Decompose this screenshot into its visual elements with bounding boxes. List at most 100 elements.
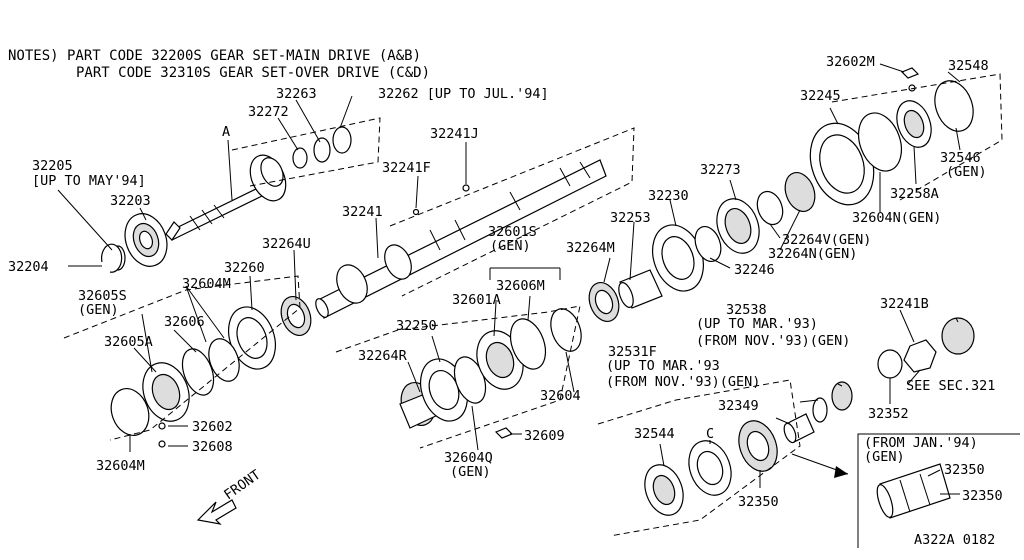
ring-32352: [877, 349, 903, 379]
inset-note-2: (GEN): [864, 449, 905, 465]
ring-32548: [934, 80, 974, 132]
mainshaft-32241: [315, 159, 607, 319]
label-32608: 32608: [192, 439, 233, 455]
label-32203: 32203: [110, 193, 151, 209]
label-32606M: 32606M: [496, 278, 545, 294]
gear-32230: [652, 224, 704, 292]
label-32264V: 32264V(GEN): [782, 232, 871, 248]
label-32253: 32253: [610, 210, 651, 226]
spring-32602: [158, 422, 166, 430]
label-32604: 32604: [540, 388, 581, 404]
label-32546: 32546: [940, 150, 981, 166]
label-32352: 32352: [868, 406, 909, 422]
sleeve-32349: [783, 413, 815, 444]
label-32263: 32263: [276, 86, 317, 102]
ring-32606M: [509, 318, 547, 370]
dashed-box-main-drive: [231, 117, 381, 187]
label-32264R: 32264R: [358, 348, 408, 364]
bearing-32203: [124, 213, 168, 267]
label-32605S: 32605S: [78, 288, 127, 304]
label-32601A: 32601A: [452, 292, 501, 308]
ring-32606: [181, 348, 215, 396]
synchro-32605A: [142, 362, 190, 422]
key-32602M: [900, 67, 920, 79]
spacer-32264V: [756, 190, 784, 226]
dashed-box-left-group: [63, 275, 301, 441]
insert-32608: [158, 440, 166, 448]
ring-32604M-bottom: [110, 388, 150, 436]
label-front: FRONT: [221, 467, 263, 503]
synchro-32544: [644, 464, 684, 516]
gear-C: [688, 440, 732, 496]
label-32241: 32241: [342, 204, 383, 220]
bearing-32350-right: [941, 317, 975, 355]
label-32260: 32260: [224, 260, 265, 276]
bearing-32350-lower: [738, 420, 778, 472]
reference-code: A322A 0182: [914, 532, 995, 548]
bearing-32264U: [280, 296, 312, 336]
label-32272: 32272: [248, 104, 289, 120]
label-32245: 32245: [800, 88, 841, 104]
dashed-box-overdrive: [831, 73, 1003, 201]
inset-note-1: (FROM JAN.'94): [864, 435, 978, 451]
label-32349: 32349: [718, 398, 759, 414]
label-32241J: 32241J: [430, 126, 479, 142]
label-32602M: 32602M: [826, 54, 875, 70]
label-32601S: 32601S: [488, 224, 537, 240]
label-32241B: 32241B: [880, 296, 929, 312]
leader-lines: [57, 63, 961, 495]
notes-line-1: NOTES) PART CODE 32200S GEAR SET-MAIN DR…: [8, 48, 421, 64]
bearing-32538: [831, 381, 853, 411]
label-32273: 32273: [700, 162, 741, 178]
dashed-box-center-group: [335, 305, 581, 449]
label-32531F-note-1: (UP TO MAR.'93: [606, 358, 720, 374]
small-rings-32272-32263-32262: [292, 126, 352, 169]
sleeve-32253: [618, 269, 663, 309]
label-32604M-top: 32604M: [182, 276, 231, 292]
label-32601S-gen: (GEN): [490, 238, 531, 254]
front-arrow: [196, 499, 237, 525]
label-32604N: 32604N(GEN): [852, 210, 941, 226]
label-32544: 32544: [634, 426, 675, 442]
notes-line-2: PART CODE 32310S GEAR SET-OVER DRIVE (C&…: [76, 65, 430, 81]
label-32531F-note-2: (FROM NOV.'93)(GEN): [606, 374, 760, 390]
inset-arrow-head: [834, 466, 848, 478]
ring-32604: [550, 308, 582, 352]
key-32609: [494, 427, 514, 439]
label-32205: 32205: [32, 158, 73, 174]
label-32538: 32538: [726, 302, 767, 318]
label-32538-note-1: (UP TO MAR.'93): [696, 316, 818, 332]
inset-frame: [857, 433, 1020, 548]
label-32258A: 32258A: [890, 186, 939, 202]
label-32538-note-2: (FROM NOV.'93)(GEN): [696, 333, 850, 349]
ring-32604N: [857, 112, 903, 172]
label-32604Q: 32604Q: [444, 450, 493, 466]
label-32205-note: [UP TO MAY'94]: [32, 173, 146, 189]
label-32350-bottom: 32350: [738, 494, 779, 510]
synchro-32258A: [896, 100, 932, 148]
snap-ring-32204: [101, 243, 123, 273]
label-32250: 32250: [396, 318, 437, 334]
bearing-32264M: [588, 282, 620, 322]
label-32606: 32606: [164, 314, 205, 330]
nut-32241B: [903, 339, 937, 373]
label-32604Q-gen: (GEN): [450, 464, 491, 480]
dashed-box-overdrive-lower: [597, 379, 801, 537]
main-drive-shaft: [165, 154, 287, 241]
label-32609: 32609: [524, 428, 565, 444]
label-32546-gen: (GEN): [946, 164, 987, 180]
label-32246: 32246: [734, 262, 775, 278]
label-C: C: [706, 426, 714, 442]
label-32264M: 32264M: [566, 240, 615, 256]
label-32264U: 32264U: [262, 236, 311, 252]
dashed-box-mainshaft: [389, 127, 635, 297]
label-see-sec-321: SEE SEC.321: [906, 378, 995, 394]
bearing-32273: [716, 198, 760, 254]
label-32241F: 32241F: [382, 160, 431, 176]
washer-32531F: [812, 397, 828, 423]
label-32605S-gen: (GEN): [78, 302, 119, 318]
label-32548: 32548: [948, 58, 989, 74]
label-A: A: [222, 124, 230, 140]
label-32604M-bottom: 32604M: [96, 458, 145, 474]
label-32262: 32262 [UP TO JUL.'94]: [378, 86, 549, 102]
